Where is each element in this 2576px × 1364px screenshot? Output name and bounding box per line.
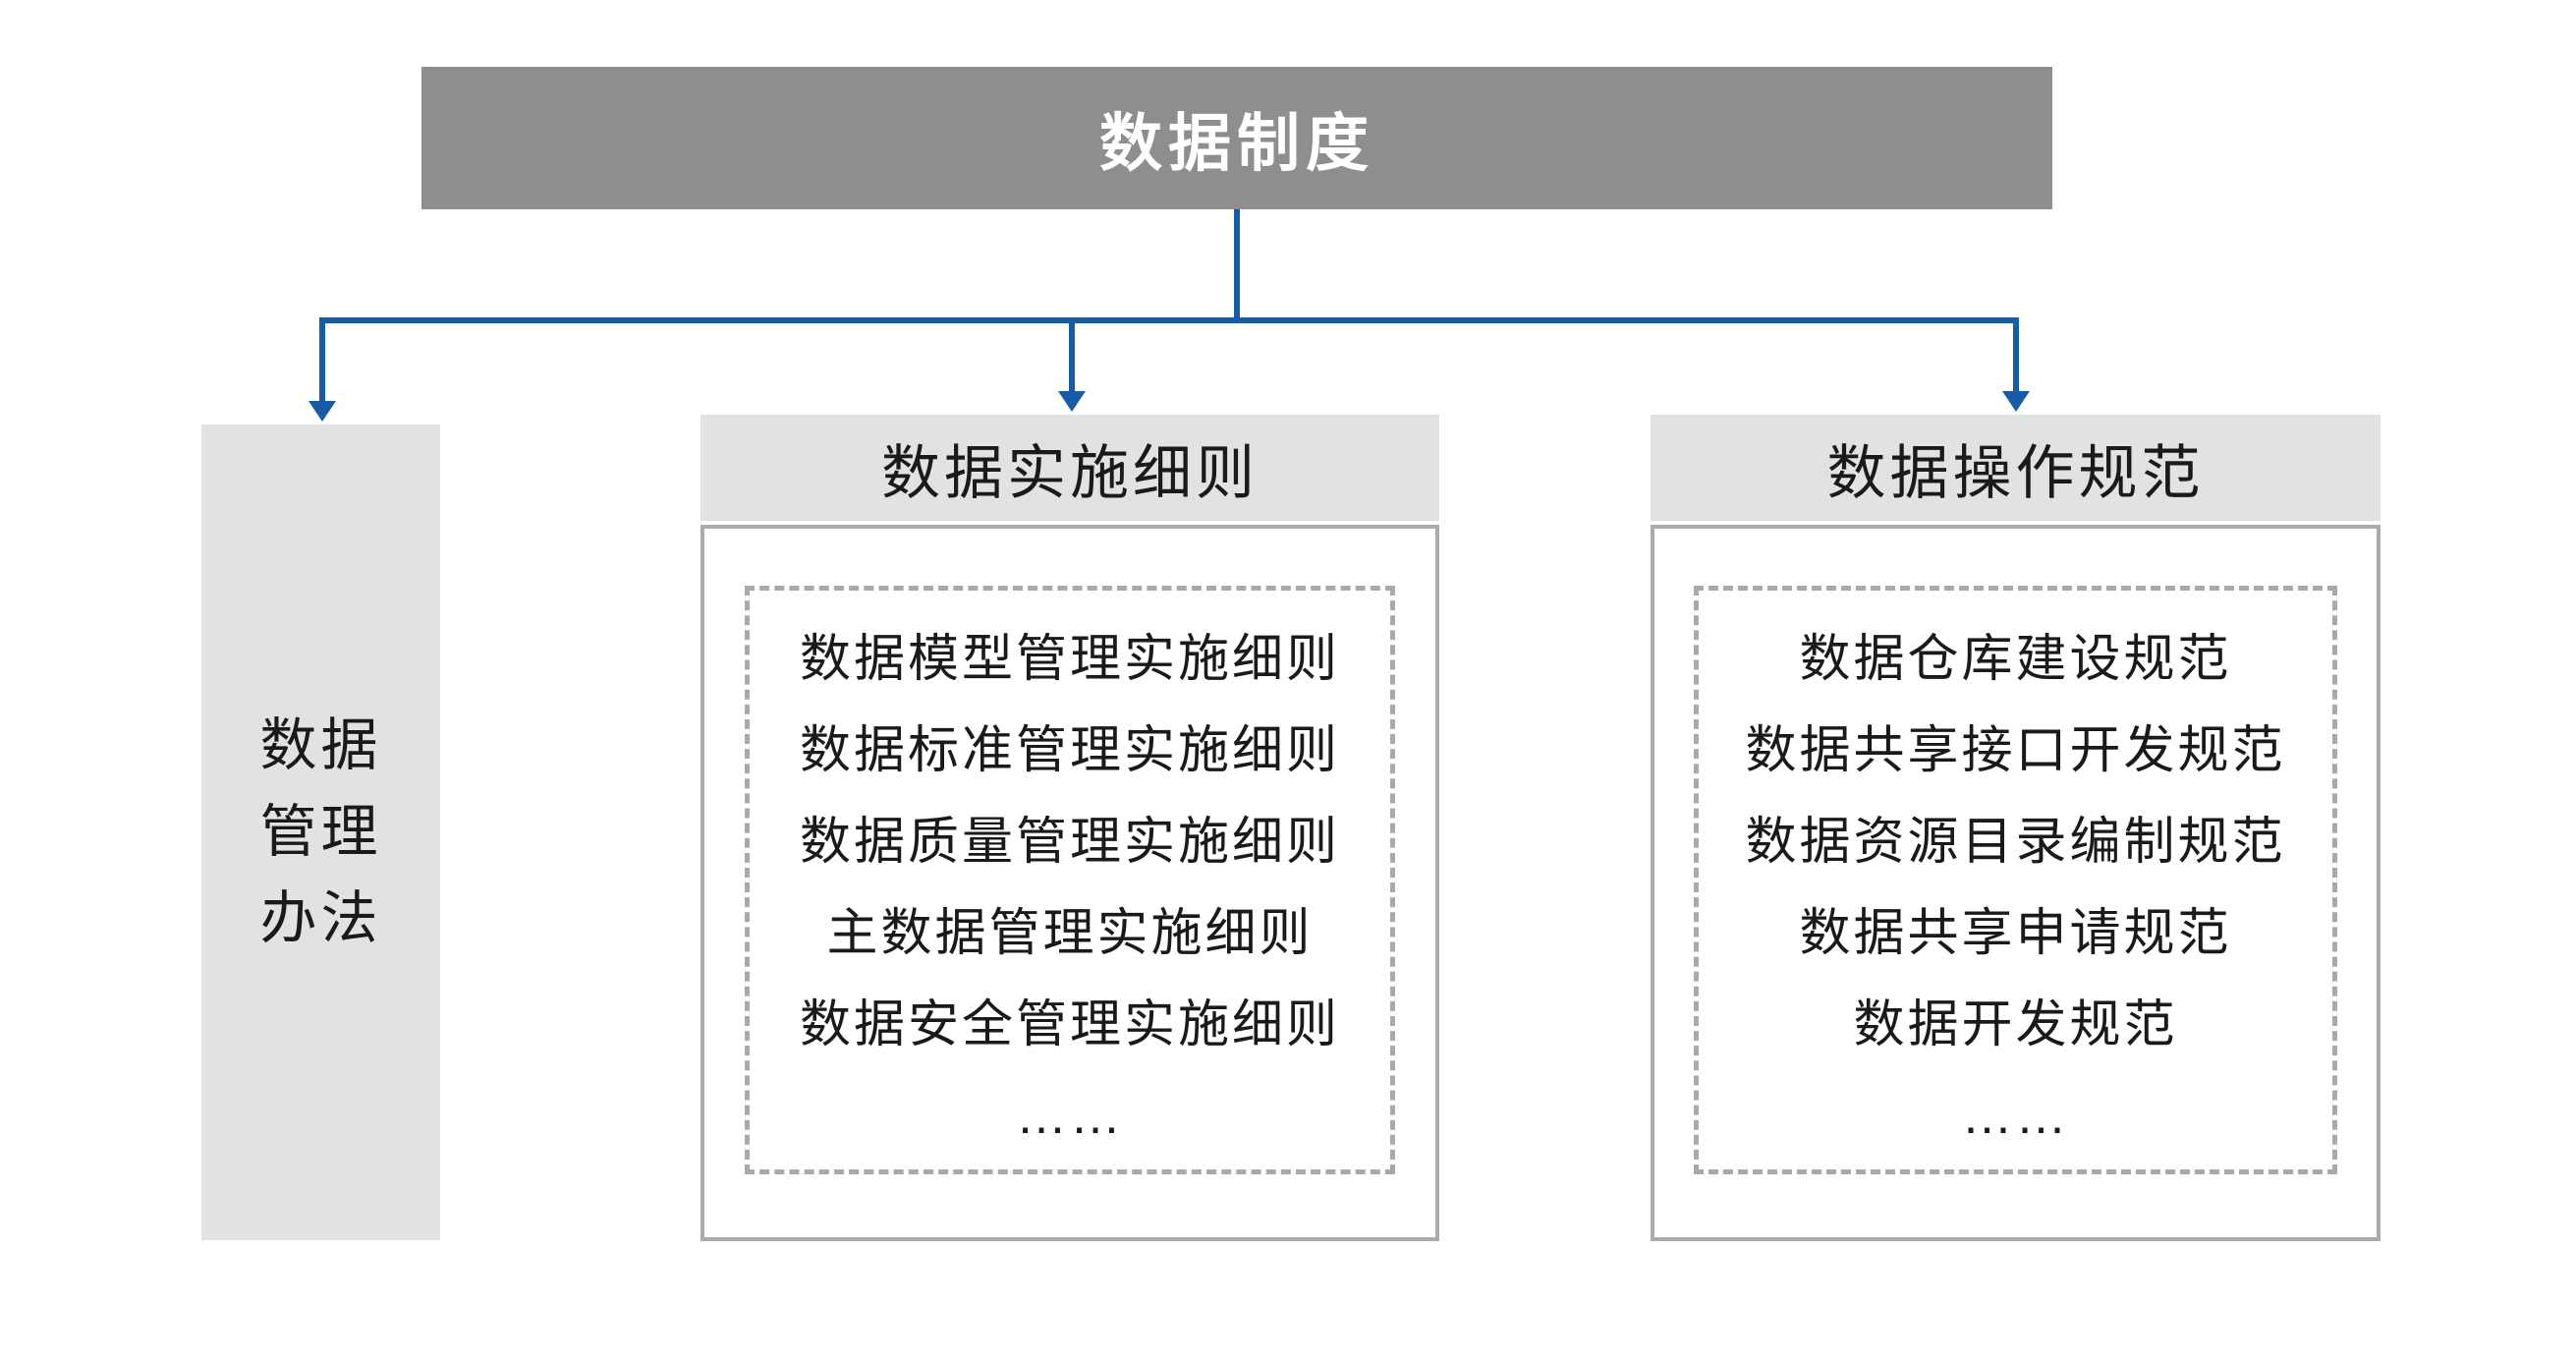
node-label-line: 数据: [259, 713, 382, 777]
list-item: 数据开发规范: [1853, 996, 2178, 1053]
list-item-ellipsis: ……: [1961, 1088, 2070, 1145]
list-item: 数据安全管理实施细则: [799, 996, 1340, 1053]
down-arrow-icon: [1058, 391, 1086, 412]
connector-horizontal: [319, 317, 2019, 323]
list-item: 数据资源目录编制规范: [1745, 814, 2286, 871]
connector-drop-left: [319, 317, 325, 402]
connector-stem: [1234, 209, 1240, 323]
node-data-management-measures: 数据 管理 办法: [201, 425, 440, 1240]
node-label-line: 管理: [259, 800, 382, 864]
node-header-operation-standards: 数据操作规范: [1651, 415, 2380, 521]
list-item: 数据共享接口开发规范: [1745, 722, 2286, 779]
list-item: 数据共享申请规范: [1799, 905, 2232, 962]
node-label-line: 办法: [259, 886, 382, 950]
connector-drop-middle: [1069, 317, 1075, 392]
node-body-operation-standards: [1651, 525, 2380, 1241]
dashed-group-implementation-rules: 数据模型管理实施细则 数据标准管理实施细则 数据质量管理实施细则 主数据管理实施…: [745, 586, 1395, 1174]
node-title: 数据操作规范: [1826, 439, 2205, 506]
list-item-ellipsis: ……: [1016, 1088, 1124, 1145]
node-body-implementation-rules: [700, 525, 1439, 1241]
root-node-label: 数据制度: [1099, 107, 1374, 179]
root-node-data-system: 数据制度: [421, 67, 2052, 209]
down-arrow-icon: [308, 401, 336, 422]
list-item: 主数据管理实施细则: [826, 905, 1314, 962]
list-item: 数据模型管理实施细则: [799, 631, 1340, 688]
list-item: 数据仓库建设规范: [1799, 631, 2232, 688]
list-item: 数据标准管理实施细则: [799, 722, 1340, 779]
connector-drop-right: [2013, 317, 2019, 392]
list-item: 数据质量管理实施细则: [799, 814, 1340, 871]
down-arrow-icon: [2002, 391, 2030, 412]
node-title: 数据实施细则: [881, 439, 1259, 506]
node-header-implementation-rules: 数据实施细则: [700, 415, 1439, 521]
dashed-group-operation-standards: 数据仓库建设规范 数据共享接口开发规范 数据资源目录编制规范 数据共享申请规范 …: [1694, 586, 2337, 1174]
